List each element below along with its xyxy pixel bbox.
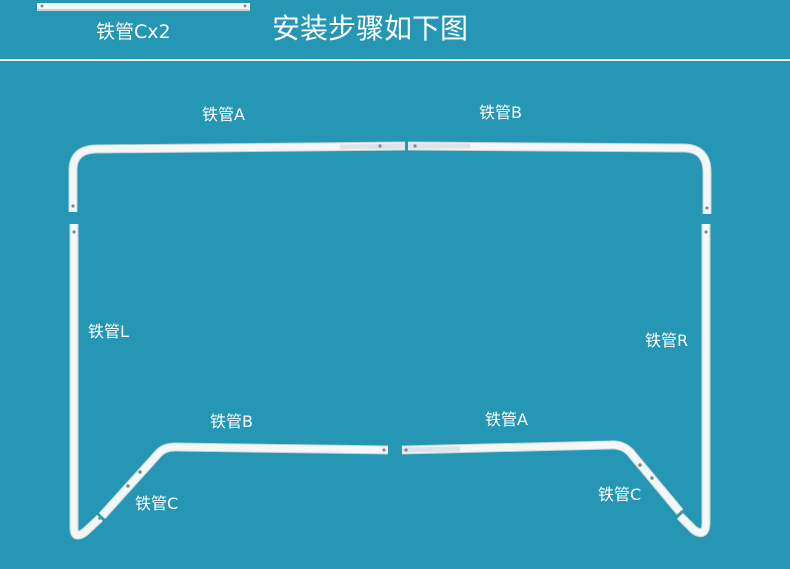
label-top-right-tube: 铁管B [479, 103, 522, 122]
spare-tube-label: 铁管Cx2 [96, 21, 171, 43]
tube-b-top [407, 141, 712, 214]
header-divider [0, 59, 790, 61]
label-top-left-tube: 铁管A [202, 105, 245, 124]
page-title: 安装步骤如下图 [272, 12, 469, 45]
joint-holes [71, 144, 709, 520]
label-bottom-left-tube: 铁管B [210, 412, 253, 431]
tube-l-left-post [69, 224, 104, 540]
label-right-post: 铁管R [645, 331, 689, 350]
tube-a-top [68, 141, 406, 212]
label-left-post: 铁管L [88, 322, 129, 341]
label-left-brace: 铁管C [135, 494, 179, 513]
label-right-brace: 铁管C [598, 485, 642, 504]
tube-r-right-post [676, 224, 711, 538]
label-bottom-right-tube: 铁管A [485, 410, 528, 429]
spare-tube-c [37, 3, 250, 11]
